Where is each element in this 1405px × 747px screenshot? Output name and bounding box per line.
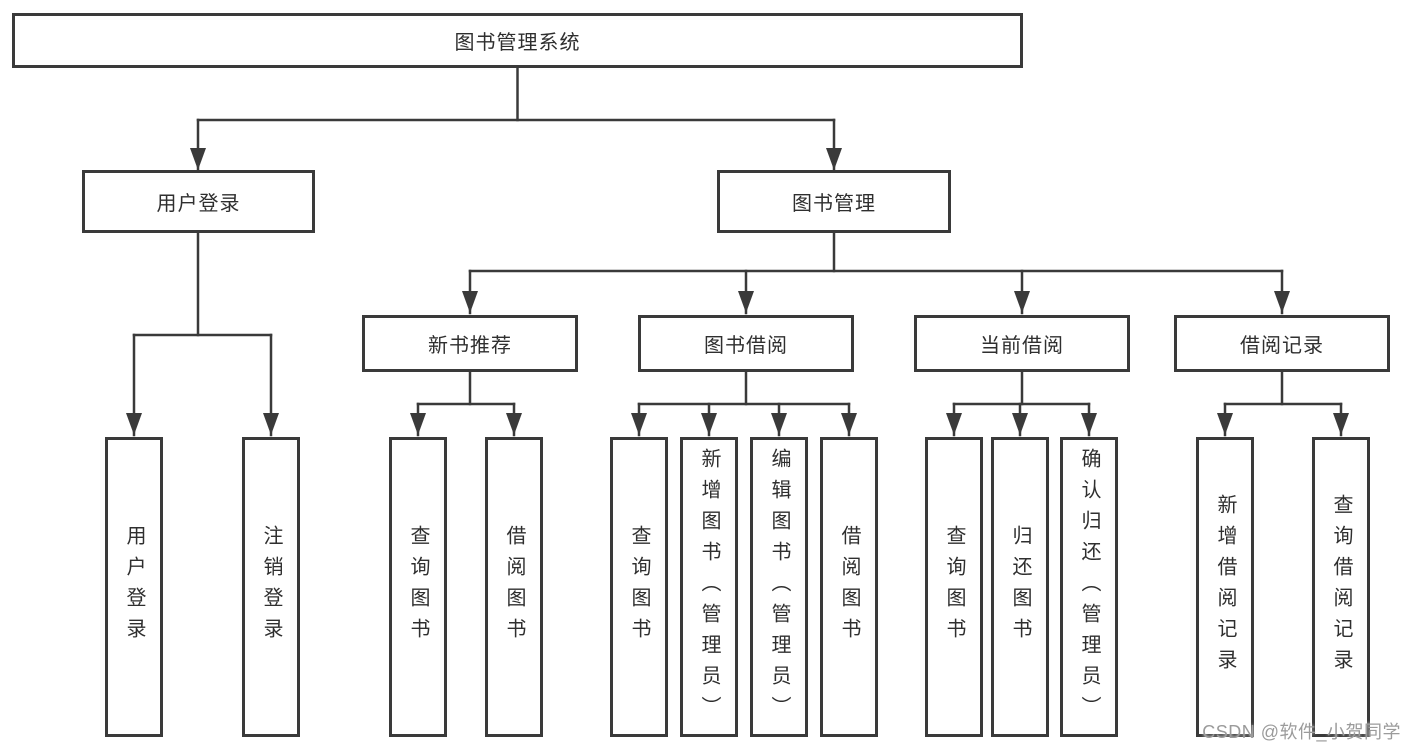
node-borrow-records: 借阅记录 — [1174, 315, 1390, 372]
leaf-edit-books-admin-label: 编辑图书（管理员） — [768, 447, 790, 727]
leaf-borrow-borrow-books-label: 借阅图书 — [838, 525, 860, 649]
leaf-confirm-return-admin-label: 确认归还（管理员） — [1078, 447, 1100, 727]
leaf-confirm-return-admin: 确认归还（管理员） — [1060, 437, 1118, 737]
leaf-borrow-borrow-books: 借阅图书 — [820, 437, 878, 737]
node-borrow-records-label: 借阅记录 — [1240, 335, 1324, 357]
watermark: CSDN @软件_小贺同学 — [1202, 722, 1401, 742]
connector-new-book-recommend-children — [410, 370, 522, 437]
leaf-recommend-borrow-books: 借阅图书 — [485, 437, 543, 737]
node-book-management-label: 图书管理 — [792, 193, 876, 215]
node-new-book-recommend-label: 新书推荐 — [428, 335, 512, 357]
leaf-recommend-query-books: 查询图书 — [389, 437, 447, 737]
leaf-logout-label: 注销登录 — [260, 525, 282, 649]
connector-current-borrow-children — [946, 370, 1097, 437]
node-root-system-label: 图书管理系统 — [454, 32, 581, 54]
connector-book-management-children — [462, 231, 1290, 315]
leaf-edit-books-admin: 编辑图书（管理员） — [750, 437, 808, 737]
leaf-borrow-query-books-label: 查询图书 — [628, 525, 650, 649]
leaf-add-borrow-record-label: 新增借阅记录 — [1214, 494, 1236, 680]
node-book-borrow-label: 图书借阅 — [704, 335, 788, 357]
connector-root-to-level2 — [190, 66, 842, 172]
connector-borrow-records-children — [1217, 370, 1349, 437]
leaf-user-login: 用户登录 — [105, 437, 163, 737]
connector-book-borrow-children — [631, 370, 857, 437]
node-user-login-label: 用户登录 — [156, 193, 241, 215]
leaf-borrow-query-books: 查询图书 — [610, 437, 668, 737]
node-root-system: 图书管理系统 — [12, 13, 1023, 68]
leaf-return-books: 归还图书 — [991, 437, 1049, 737]
node-current-borrow-label: 当前借阅 — [980, 335, 1064, 357]
leaf-query-borrow-record-label: 查询借阅记录 — [1330, 494, 1352, 680]
node-user-login: 用户登录 — [82, 170, 315, 233]
node-book-borrow: 图书借阅 — [638, 315, 854, 372]
leaf-recommend-query-books-label: 查询图书 — [407, 525, 429, 649]
node-current-borrow: 当前借阅 — [914, 315, 1130, 372]
leaf-logout: 注销登录 — [242, 437, 300, 737]
node-new-book-recommend: 新书推荐 — [362, 315, 578, 372]
leaf-add-borrow-record: 新增借阅记录 — [1196, 437, 1254, 737]
leaf-current-query-books: 查询图书 — [925, 437, 983, 737]
leaf-current-query-books-label: 查询图书 — [943, 525, 965, 649]
node-book-management: 图书管理 — [717, 170, 951, 233]
leaf-add-books-admin-label: 新增图书（管理员） — [698, 447, 720, 727]
leaf-add-books-admin: 新增图书（管理员） — [680, 437, 738, 737]
leaf-return-books-label: 归还图书 — [1009, 525, 1031, 649]
connector-user-login-children — [126, 231, 279, 437]
leaf-query-borrow-record: 查询借阅记录 — [1312, 437, 1370, 737]
leaf-recommend-borrow-books-label: 借阅图书 — [503, 525, 525, 649]
leaf-user-login-label: 用户登录 — [123, 525, 145, 649]
